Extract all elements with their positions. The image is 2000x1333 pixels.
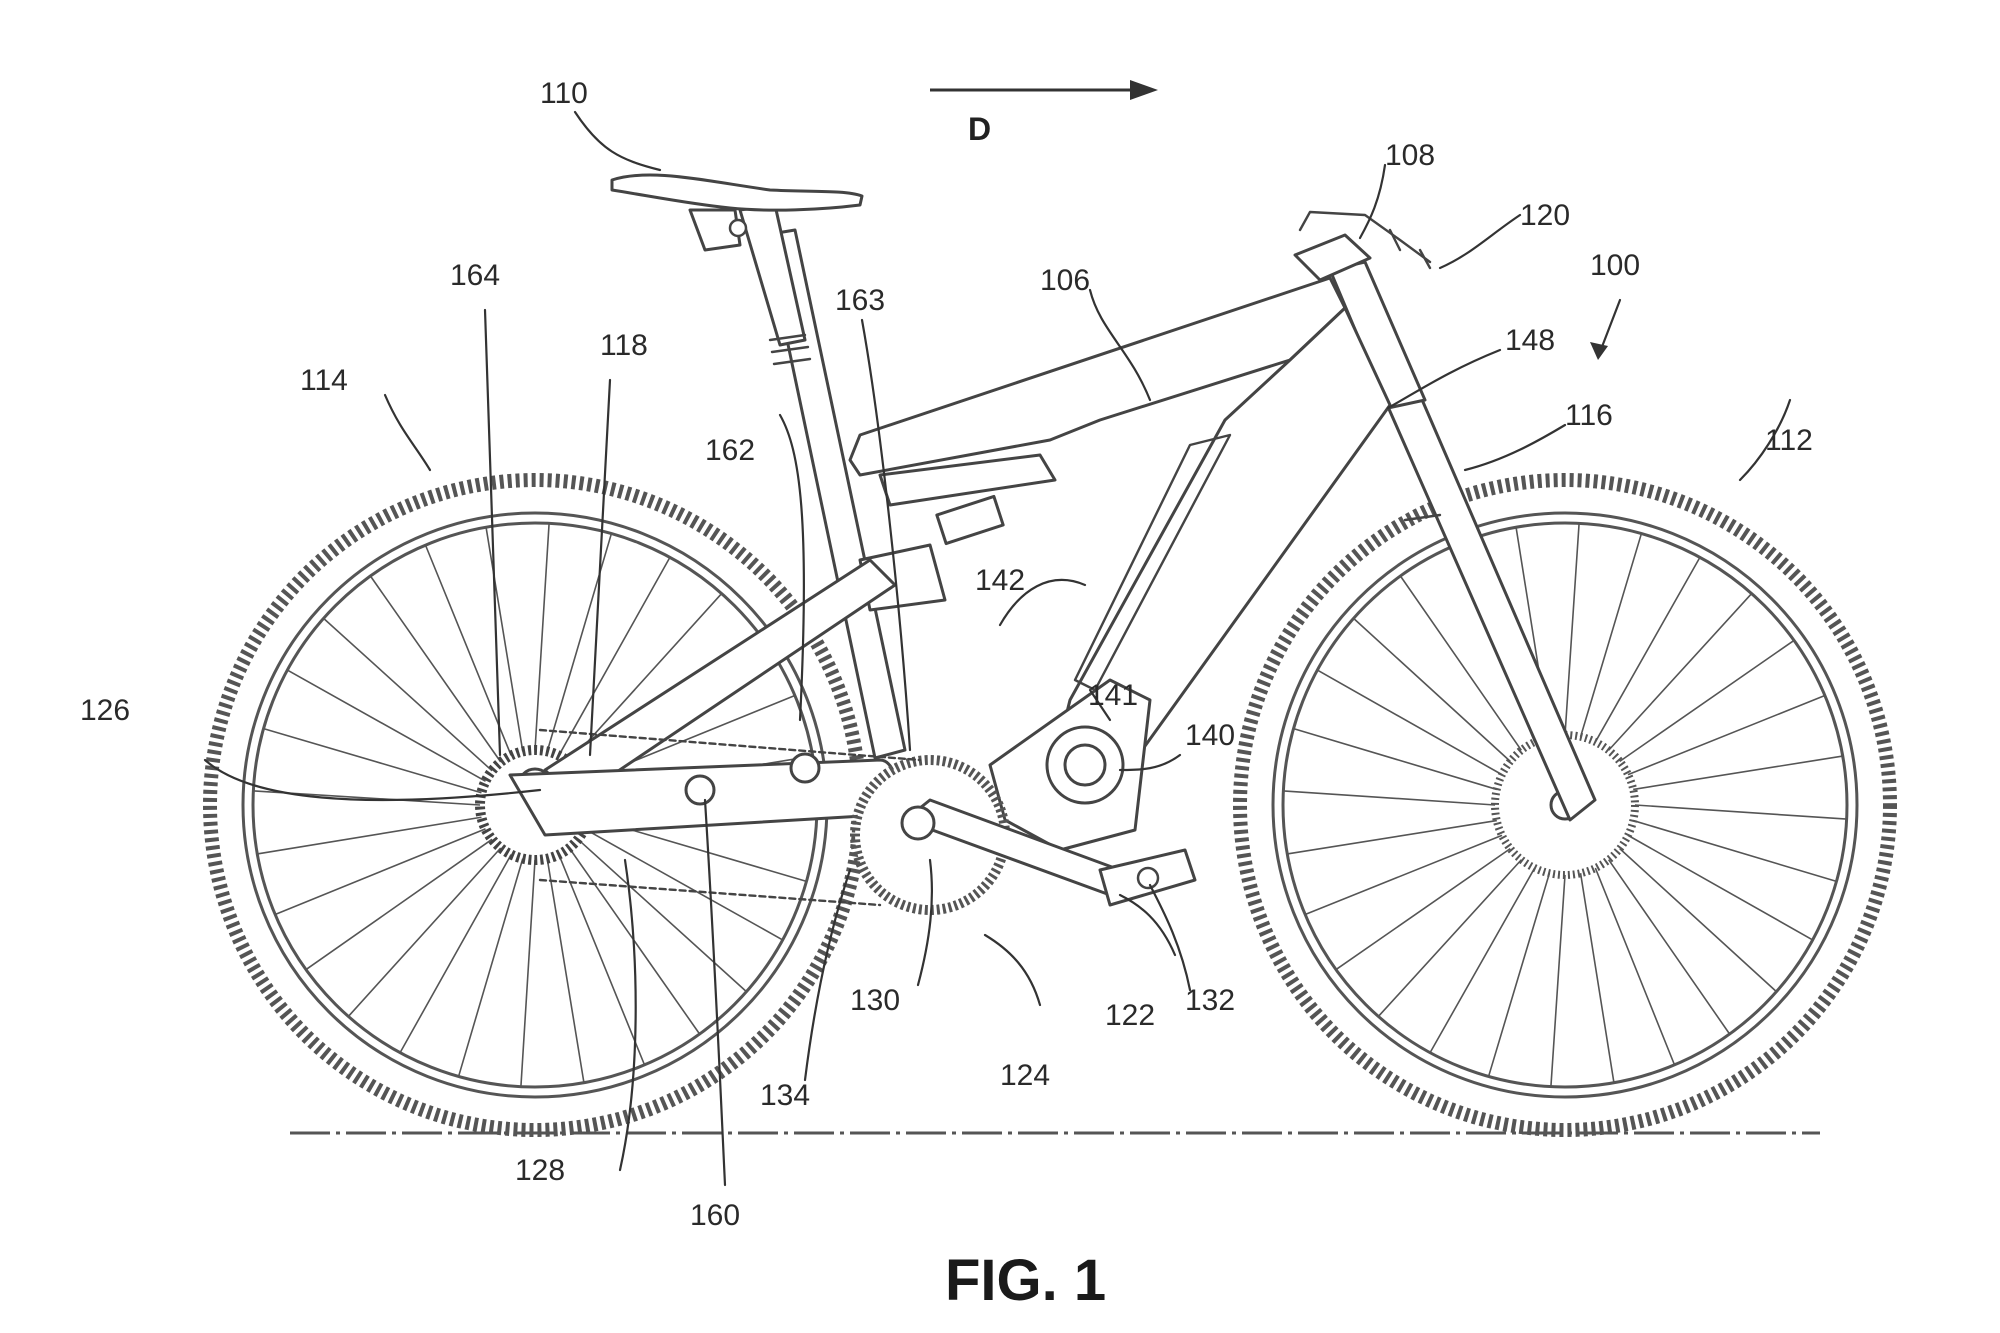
spoke bbox=[1594, 867, 1676, 1066]
spoke bbox=[1316, 669, 1503, 776]
ref-118: 118 bbox=[600, 329, 648, 362]
ref-160: 160 bbox=[690, 1199, 740, 1232]
ref-163: 163 bbox=[835, 284, 885, 317]
spoke bbox=[1632, 755, 1844, 791]
spoke bbox=[262, 727, 483, 794]
spoke bbox=[322, 617, 493, 772]
ref-164: 164 bbox=[450, 259, 500, 292]
spoke bbox=[1579, 532, 1643, 738]
spoke bbox=[1429, 867, 1536, 1054]
spoke bbox=[583, 828, 784, 941]
ref-126: 126 bbox=[80, 694, 130, 727]
spoke bbox=[1304, 834, 1503, 916]
ref-110: 110 bbox=[540, 77, 588, 110]
ref-128: 128 bbox=[515, 1154, 565, 1187]
leader-lines bbox=[203, 110, 1792, 1187]
ref-108: 108 bbox=[1385, 139, 1435, 172]
ref-100: 100 bbox=[1590, 249, 1640, 282]
spoke bbox=[1550, 874, 1566, 1088]
spoke bbox=[558, 853, 646, 1066]
spoke bbox=[1607, 592, 1753, 752]
ref-148: 148 bbox=[1505, 324, 1555, 357]
saddle bbox=[610, 173, 864, 212]
spoke bbox=[534, 522, 550, 751]
spoke bbox=[577, 838, 748, 993]
spoke bbox=[1594, 556, 1701, 743]
spoke bbox=[286, 669, 487, 782]
ref-120: 120 bbox=[1520, 199, 1570, 232]
ref-162: 162 bbox=[705, 434, 755, 467]
figure-caption: FIG. 1 bbox=[945, 1248, 1106, 1313]
ref-112: 112 bbox=[1765, 424, 1813, 457]
spoke bbox=[1579, 872, 1615, 1084]
spoke bbox=[1607, 858, 1731, 1035]
spoke bbox=[1634, 804, 1848, 820]
chain-upper bbox=[538, 728, 922, 762]
spoke bbox=[1632, 819, 1838, 883]
spoke bbox=[399, 853, 512, 1054]
spoke bbox=[274, 828, 487, 916]
spoke bbox=[546, 857, 585, 1084]
spoke bbox=[1627, 694, 1826, 776]
spoke bbox=[1292, 727, 1498, 791]
spoke bbox=[347, 847, 502, 1018]
spoke bbox=[1377, 858, 1523, 1018]
ref-141: 141 bbox=[1088, 679, 1138, 712]
spoke bbox=[1352, 617, 1512, 763]
ref-116: 116 bbox=[1565, 399, 1613, 432]
spoke bbox=[1399, 575, 1523, 752]
stem bbox=[1293, 233, 1372, 282]
ref-140: 140 bbox=[1185, 719, 1235, 752]
spoke bbox=[1618, 847, 1778, 993]
spoke bbox=[1564, 522, 1580, 736]
spoke bbox=[485, 526, 524, 753]
spoke bbox=[457, 857, 524, 1078]
handlebar bbox=[1298, 210, 1432, 264]
spoke bbox=[1618, 639, 1795, 763]
ref-114: 114 bbox=[300, 364, 348, 397]
spoke bbox=[424, 544, 512, 757]
spoke bbox=[369, 575, 502, 763]
ref-142: 142 bbox=[975, 564, 1025, 597]
ref-130: 130 bbox=[850, 984, 900, 1017]
spoke bbox=[256, 816, 483, 855]
ref-132: 132 bbox=[1185, 984, 1235, 1017]
ref-122: 122 bbox=[1105, 999, 1155, 1032]
spoke bbox=[558, 556, 671, 757]
direction-label: D bbox=[968, 111, 991, 147]
ref-124: 124 bbox=[1000, 1059, 1050, 1092]
spoke bbox=[1487, 872, 1551, 1078]
spoke bbox=[520, 859, 536, 1088]
ref-134: 134 bbox=[760, 1079, 810, 1112]
spoke bbox=[1627, 834, 1814, 941]
spoke bbox=[1286, 819, 1498, 855]
direction-arrow bbox=[930, 80, 1158, 100]
front-fork bbox=[1383, 393, 1597, 822]
spoke bbox=[305, 838, 493, 971]
spoke bbox=[1282, 790, 1496, 806]
spoke bbox=[1335, 847, 1512, 971]
ref-106: 106 bbox=[1040, 264, 1090, 297]
